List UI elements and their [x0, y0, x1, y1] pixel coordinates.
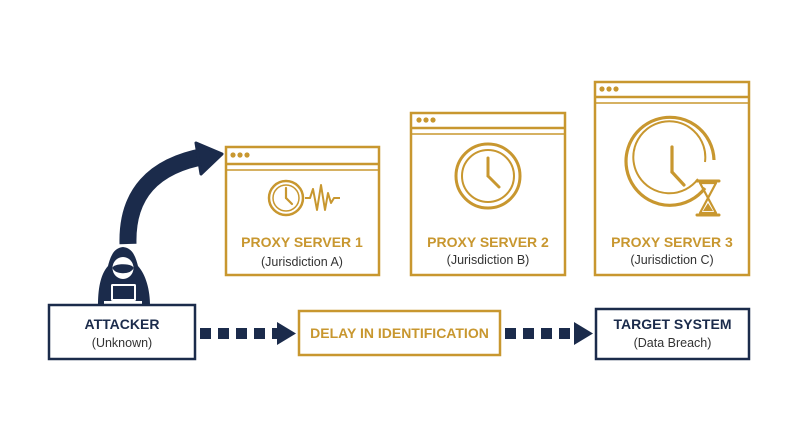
attacker-to-proxy-arrow — [119, 141, 224, 245]
delay-box: DELAY IN IDENTIFICATION — [297, 309, 502, 357]
delay-label: DELAY IN IDENTIFICATION — [310, 325, 489, 341]
proxy-server-3: PROXY SERVER 3 (Jurisdiction C) — [593, 80, 751, 277]
clock-with-wave-icon — [267, 179, 340, 217]
hooded-hacker-icon — [98, 247, 150, 306]
window-dots-icon — [599, 86, 619, 92]
proxy-server-3-title: PROXY SERVER 3 — [611, 234, 733, 250]
target-title: TARGET SYSTEM — [614, 316, 732, 332]
proxy-server-2-title: PROXY SERVER 2 — [427, 234, 549, 250]
target-system-box: TARGET SYSTEM (Data Breach) — [594, 307, 751, 361]
attacker-title: ATTACKER — [85, 316, 160, 332]
dotted-arrow-delay-to-target — [505, 322, 593, 345]
clock-icon — [454, 142, 522, 210]
dotted-arrow-attacker-to-delay — [200, 322, 296, 345]
attacker-box: ATTACKER (Unknown) — [47, 303, 197, 361]
target-subtitle: (Data Breach) — [634, 336, 712, 350]
attacker-subtitle: (Unknown) — [92, 336, 152, 350]
proxy-server-1: PROXY SERVER 1 (Jurisdiction A) — [224, 145, 381, 277]
proxy-server-3-subtitle: (Jurisdiction C) — [630, 253, 713, 267]
proxy-server-2-subtitle: (Jurisdiction B) — [447, 253, 530, 267]
window-dots-icon — [416, 117, 436, 123]
proxy-server-2: PROXY SERVER 2 (Jurisdiction B) — [409, 111, 567, 277]
proxy-server-1-title: PROXY SERVER 1 — [241, 234, 363, 250]
proxy-server-1-subtitle: (Jurisdiction A) — [261, 255, 343, 269]
clock-with-hourglass-icon — [624, 115, 721, 217]
window-dots-icon — [230, 152, 250, 158]
